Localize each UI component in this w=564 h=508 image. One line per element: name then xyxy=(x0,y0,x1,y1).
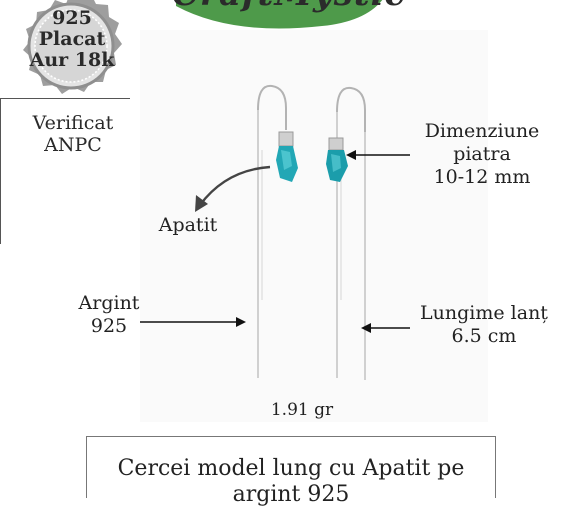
quality-seal xyxy=(23,0,122,94)
chain-length-arrow xyxy=(361,323,410,333)
stone-name-arrow xyxy=(195,165,271,212)
left-earring xyxy=(257,84,298,378)
product-photo xyxy=(140,30,488,422)
verify-frame xyxy=(0,98,130,99)
chain-length-label: Lungime lanț 6.5 cm xyxy=(404,302,564,348)
stone-size-label: Dimenziune piatra 10-12 mm xyxy=(402,120,562,189)
caption-frame xyxy=(86,436,87,498)
verify-frame xyxy=(0,98,1,244)
metal-arrow xyxy=(140,317,246,327)
product-caption: Cercei model lung cu Apatit pe argint 92… xyxy=(96,456,486,508)
metal-line: Argint xyxy=(78,292,140,314)
seal-line: Aur 18k xyxy=(29,49,115,71)
seal-line: 925 xyxy=(52,7,92,29)
stone-size-arrow xyxy=(346,150,410,160)
verify-line: ANPC xyxy=(44,134,102,156)
caption-frame xyxy=(495,436,496,498)
stone-size-line: 10-12 mm xyxy=(433,166,531,188)
brand-leaf-banner xyxy=(176,0,383,29)
seal-line: Placat xyxy=(38,28,106,50)
metal-label: Argint 925 xyxy=(64,292,154,338)
stone-size-line: piatra xyxy=(453,143,511,165)
chain-length-line: 6.5 cm xyxy=(451,325,517,347)
stone-name-label: Apatit xyxy=(158,214,218,236)
caption-line: Cercei model lung cu Apatit pe xyxy=(117,456,465,481)
seal-text: 925 Placat Aur 18k xyxy=(20,8,124,71)
verify-badge: Verificat ANPC xyxy=(18,112,128,156)
chain-length-line: Lungime lanț xyxy=(420,302,548,324)
brand-logo-text: CraftMystic xyxy=(172,0,405,14)
caption-frame xyxy=(86,436,496,437)
caption-line: argint 925 xyxy=(232,482,350,507)
verify-line: Verificat xyxy=(32,112,114,134)
weight-label: 1.91 gr xyxy=(270,400,334,420)
right-earring xyxy=(326,86,366,380)
stone-size-line: Dimenziune xyxy=(424,120,540,142)
metal-line: 925 xyxy=(90,315,128,337)
